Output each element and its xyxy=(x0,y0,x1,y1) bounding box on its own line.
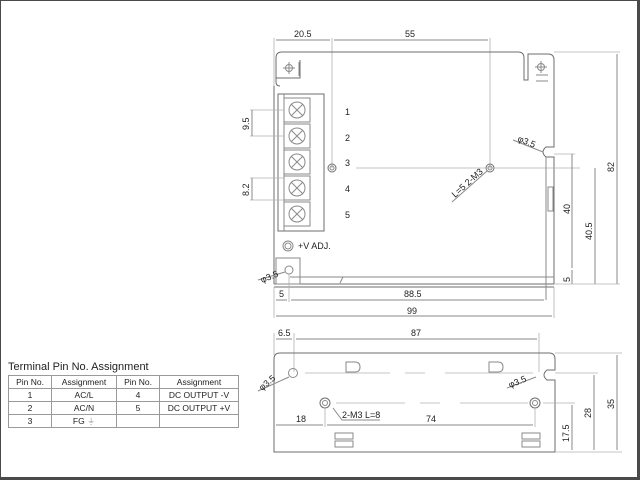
cell-assignment-text: FG xyxy=(72,415,85,426)
dim-99: 99 xyxy=(407,306,417,316)
header-pin-no: Pin No. xyxy=(8,375,52,389)
terminal-screws xyxy=(283,97,311,227)
cell-assignment: AC/L xyxy=(51,388,117,402)
pin-assignment-table: Terminal Pin No. Assignment Pin No. Assi… xyxy=(8,361,239,428)
vadj-label: +V ADJ. xyxy=(298,241,331,251)
ground-icon: ⏚ xyxy=(87,416,96,426)
hole-dia-top-left: φ3.5 xyxy=(259,269,280,285)
dim-5-right: 5 xyxy=(562,277,572,282)
dim-28: 28 xyxy=(583,408,593,418)
dim-82: 82 xyxy=(606,162,616,172)
dim-40: 40 xyxy=(562,204,572,214)
dim-20-5: 20.5 xyxy=(294,29,312,39)
terminal-number-1: 1 xyxy=(345,107,350,117)
cell-pin xyxy=(116,414,160,428)
cell-pin: 2 xyxy=(8,401,52,415)
dim-6-5: 6.5 xyxy=(278,328,291,338)
dim-17-5: 17.5 xyxy=(561,424,571,442)
table-row: 2 AC/N 5 DC OUTPUT +V xyxy=(8,401,239,415)
hole-dia-top-right: φ3.5 xyxy=(516,134,537,150)
hole-dia-side-right: φ3.5 xyxy=(507,374,528,390)
dim-9-5: 9.5 xyxy=(241,117,251,130)
terminal-number-3: 3 xyxy=(345,158,350,168)
cell-pin: 3 xyxy=(8,414,52,428)
cell-pin: 1 xyxy=(8,388,52,402)
side-view: 6.5 87 φ3.5 φ3.5 2-M3 L=8 18 74 xyxy=(257,328,622,453)
dim-88-5: 88.5 xyxy=(404,289,422,299)
screw-note-side: 2-M3 L=8 xyxy=(342,410,380,420)
dim-87: 87 xyxy=(411,328,421,338)
terminal-number-4: 4 xyxy=(345,184,350,194)
cell-assignment: DC OUTPUT +V xyxy=(159,401,239,415)
cell-assignment xyxy=(159,414,239,428)
table-header-row: Pin No. Assignment Pin No. Assignment xyxy=(8,375,239,389)
dim-55: 55 xyxy=(405,29,415,39)
cell-assignment: FG ⏚ xyxy=(51,414,117,428)
header-assignment-2: Assignment xyxy=(159,375,239,389)
dim-8-2: 8.2 xyxy=(241,183,251,196)
header-pin-no-2: Pin No. xyxy=(116,375,160,389)
dim-35: 35 xyxy=(606,399,616,409)
screw-note-top: L=5 2-M3 xyxy=(450,166,485,199)
dim-74: 74 xyxy=(426,414,436,424)
terminal-number-2: 2 xyxy=(345,133,350,143)
table-row: 3 FG ⏚ xyxy=(8,414,239,428)
header-assignment: Assignment xyxy=(51,375,117,389)
dim-5-left: 5 xyxy=(279,289,284,299)
terminal-number-5: 5 xyxy=(345,210,350,220)
pin-table-title: Terminal Pin No. Assignment xyxy=(8,361,149,373)
dim-18: 18 xyxy=(296,414,306,424)
cell-pin: 5 xyxy=(116,401,160,415)
cell-pin: 4 xyxy=(116,388,160,402)
top-view: 20.5 55 xyxy=(241,29,620,318)
cell-assignment: DC OUTPUT -V xyxy=(159,388,239,402)
dim-40-5: 40.5 xyxy=(584,222,594,240)
cell-assignment: AC/N xyxy=(51,401,117,415)
table-row: 1 AC/L 4 DC OUTPUT -V xyxy=(8,388,239,402)
pin-table: Pin No. Assignment Pin No. Assignment 1 … xyxy=(8,375,239,428)
